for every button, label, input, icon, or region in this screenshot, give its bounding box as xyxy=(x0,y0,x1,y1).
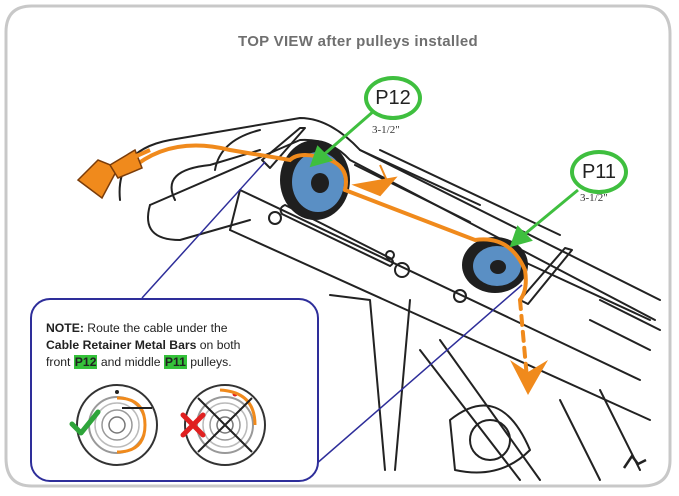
corner-mark-icon xyxy=(622,453,647,469)
leader-line-p12 xyxy=(141,161,266,299)
cable-direction-arrow-lower xyxy=(510,360,548,395)
cable-direction-arrow-upper xyxy=(351,164,398,197)
note-p11-label: P11 xyxy=(163,355,187,369)
correct-routing-illustration xyxy=(76,384,158,466)
x-icon xyxy=(180,412,206,438)
note-suffix: pulleys. xyxy=(186,355,232,369)
callout-p11: P11 xyxy=(570,150,628,194)
note-prefix: NOTE: xyxy=(46,321,84,335)
diagram-title: TOP VIEW after pulleys installed xyxy=(238,33,478,50)
check-icon xyxy=(69,409,101,436)
p11-pointer-arrow xyxy=(519,188,579,240)
routing-note-box: NOTE: Route the cable under the Cable Re… xyxy=(30,298,319,482)
incorrect-routing-illustration xyxy=(184,384,266,466)
pulley-p11 xyxy=(462,237,528,293)
callout-p12: P12 xyxy=(364,76,422,120)
note-line3-start: front xyxy=(46,355,74,369)
callout-p12-size: 3-1/2" xyxy=(372,124,400,136)
cable-route xyxy=(128,143,530,392)
callout-p11-size: 3-1/2" xyxy=(580,192,608,204)
note-line2: on both xyxy=(196,338,241,352)
note-p12-label: P12 xyxy=(73,355,98,369)
p12-pointer-arrow xyxy=(319,108,376,160)
note-and-middle: and middle xyxy=(97,355,164,369)
leader-line-p11 xyxy=(299,284,523,479)
note-bold-phrase: Cable Retainer Metal Bars xyxy=(46,338,197,352)
note-line1: Route the cable under the xyxy=(83,321,228,335)
diagram-frame xyxy=(4,4,672,488)
cable-end-fitting xyxy=(76,148,151,200)
routing-note-text: NOTE: Route the cable under the Cable Re… xyxy=(46,320,308,371)
